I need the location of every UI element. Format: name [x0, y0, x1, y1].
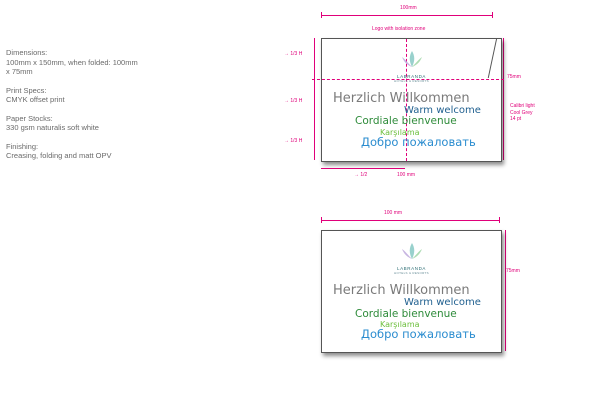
dim-line-second-right [505, 230, 506, 351]
greeting-card-with-guides: LABRANDA HOTELS & RESORTS Herzlich Willk… [312, 38, 504, 162]
lotus-icon [401, 51, 422, 67]
greeting-russian: Добро пожаловать [361, 135, 476, 149]
greeting-card-preview: LABRANDA HOTELS & RESORTS Herzlich Willk… [321, 230, 502, 353]
greeting-french: Cordiale bienvenue [355, 308, 457, 320]
print-specs: Dimensions: 100mm x 150mm, when folded: … [6, 48, 181, 170]
dim-height-right: 75mm [507, 74, 521, 80]
greeting-english: Warm welcome [404, 105, 481, 116]
lotus-icon [401, 243, 422, 259]
dim-height-second: 75mm [506, 268, 520, 274]
dim-line-top [321, 15, 493, 16]
dim-width-bottom: 100 mm [397, 172, 416, 178]
dim-third-3: → 1/3 H [284, 138, 303, 144]
dim-line-second-top [321, 220, 500, 221]
dim-third-2: → 1/3 H [284, 98, 303, 104]
dim-line-half [321, 168, 405, 169]
dim-width-second: 100 mm [384, 210, 403, 216]
spec-dimensions: Dimensions: 100mm x 150mm, when folded: … [6, 48, 138, 76]
dim-third-1: → 1/3 H [284, 51, 303, 57]
greeting-turkish: Karşılama [380, 128, 420, 137]
greeting-german: Herzlich Willkommen [333, 283, 470, 298]
brand-logo: LABRANDA HOTELS & RESORTS [372, 49, 452, 83]
spec-finishing: Finishing: Creasing, folding and matt OP… [6, 141, 112, 161]
center-guide [406, 39, 407, 161]
dim-logo-zone: Logo with isolation zone [372, 26, 426, 32]
dim-half: → 1/2 [354, 172, 368, 178]
spec-paper: Paper Stocks: 330 gsm naturalis soft whi… [6, 113, 99, 133]
greeting-german: Herzlich Willkommen [333, 91, 470, 106]
spec-print: Print Specs: CMYK offset print [6, 85, 65, 105]
greeting-french: Cordiale bienvenue [355, 115, 457, 127]
font-note: Calibri light Cool Grey 14 pt [510, 103, 535, 122]
brand-logo: LABRANDA HOTELS & RESORTS [372, 241, 452, 275]
dim-width-top: 100mm [400, 5, 417, 11]
greeting-english: Warm welcome [404, 297, 481, 308]
greeting-russian: Добро пожаловать [361, 327, 476, 341]
dim-line-left [314, 38, 315, 160]
dim-line-right [503, 38, 504, 160]
greeting-turkish: Karşılama [380, 320, 420, 329]
third-guide [312, 79, 504, 80]
